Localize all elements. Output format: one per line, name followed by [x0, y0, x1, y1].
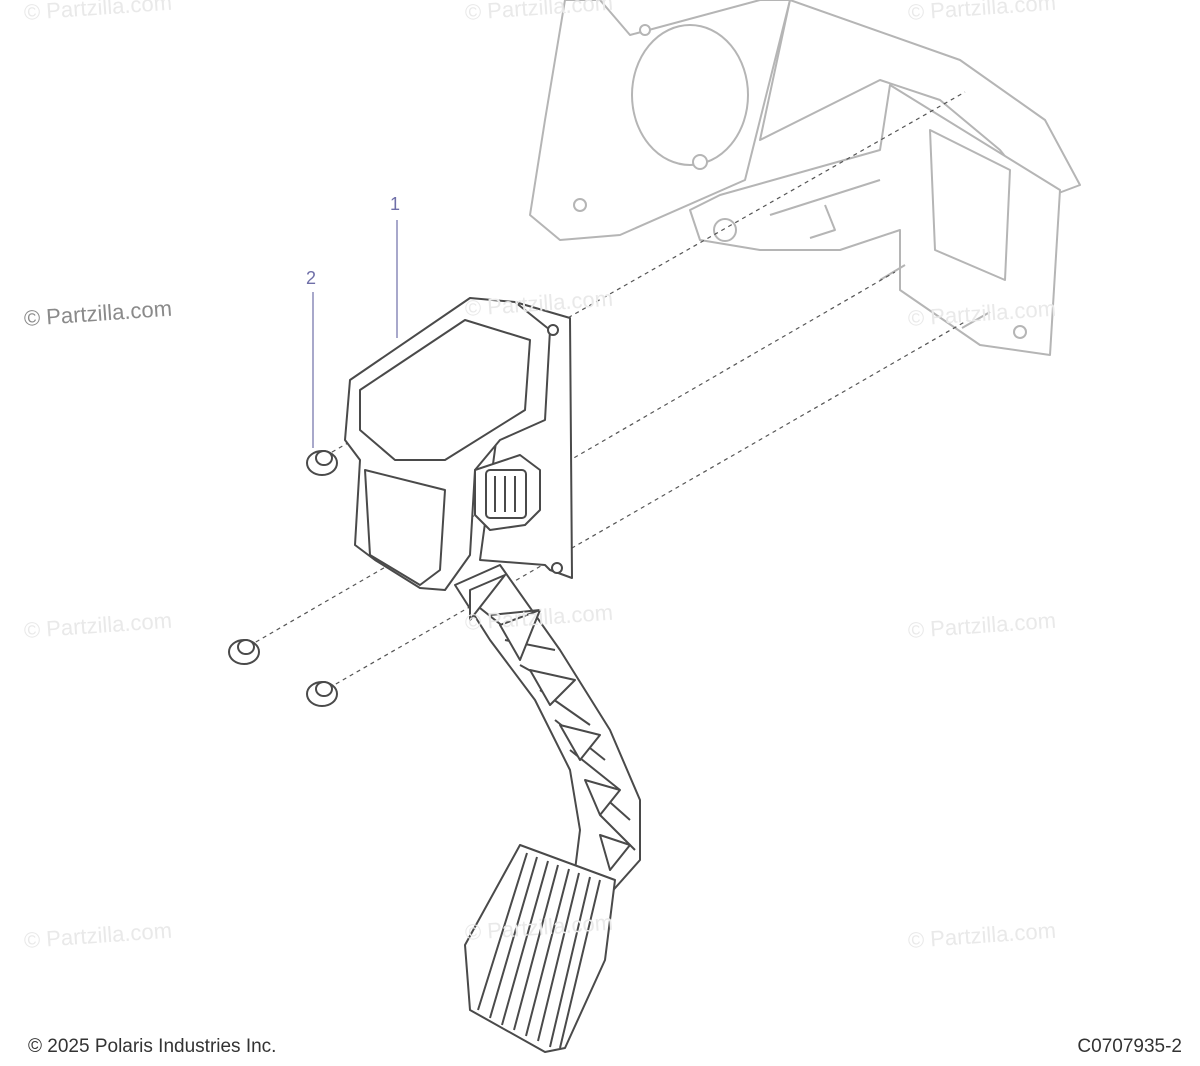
pedal-housing — [344, 297, 573, 591]
diagram-code: C0707935-2 — [1077, 1036, 1182, 1057]
callout-1[interactable]: 1 — [390, 194, 401, 214]
flange-nut-top — [306, 450, 338, 476]
foot-pad — [464, 844, 616, 1053]
mounting-bracket — [529, 0, 1081, 356]
copyright-text: © 2025 Polaris Industries Inc. — [28, 1036, 277, 1057]
flange-nut-bottom — [306, 681, 338, 707]
flange-nut-left — [228, 639, 260, 665]
callout-leaders — [312, 220, 398, 448]
callout-2[interactable]: 2 — [306, 268, 317, 288]
